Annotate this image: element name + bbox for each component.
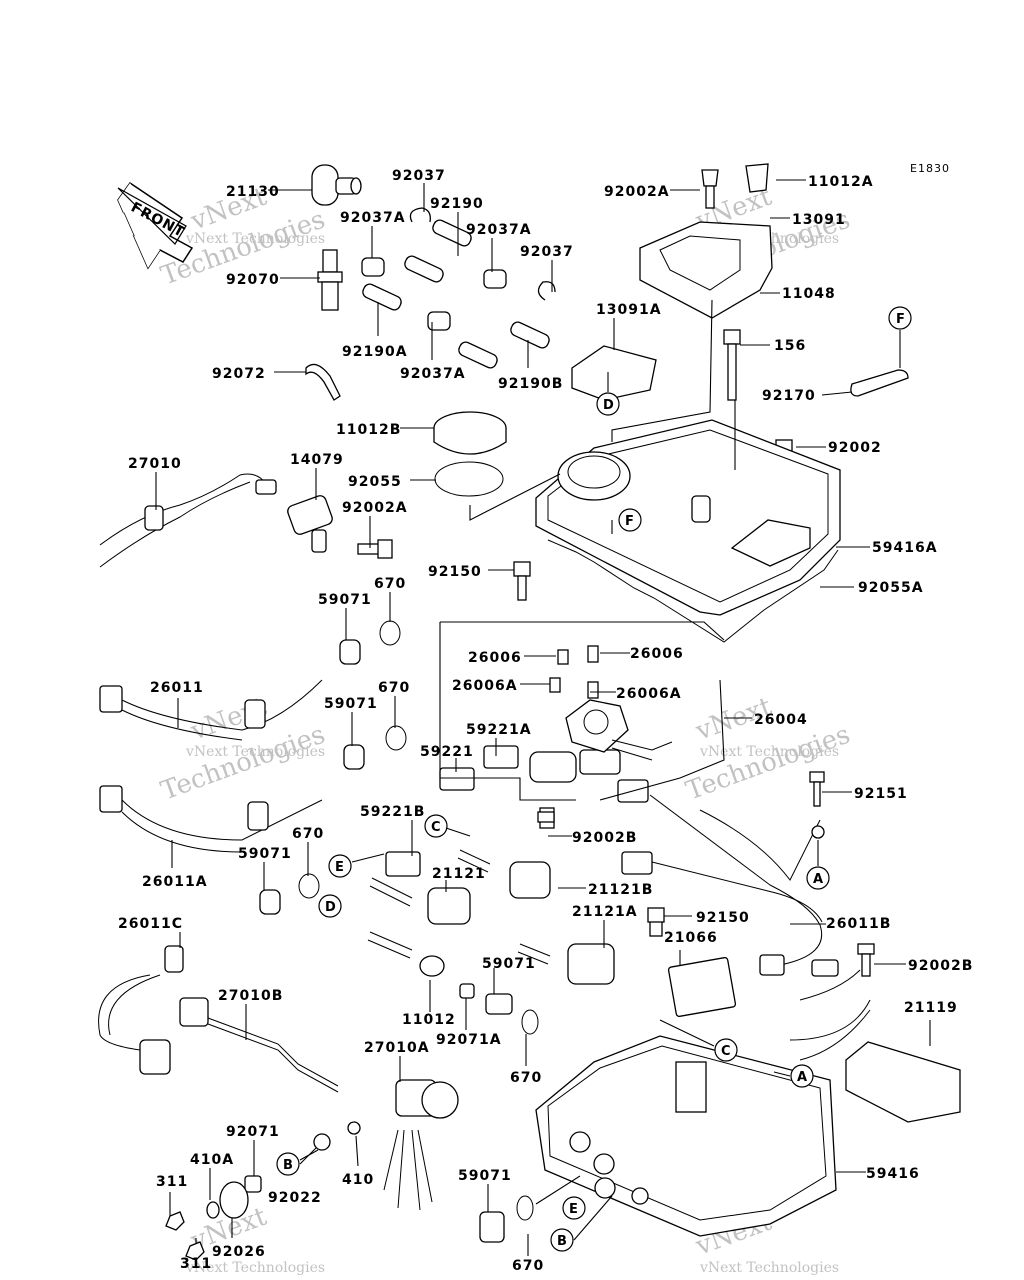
label-26006A-2: 26006A: [616, 686, 682, 702]
label-27010B: 27010B: [218, 988, 283, 1004]
label-13091A: 13091A: [596, 302, 662, 318]
label-670-3: 670: [292, 826, 324, 842]
ref-f-2: F: [896, 312, 905, 327]
svg-text:Technologies: Technologies: [157, 720, 329, 807]
label-11012B: 11012B: [336, 422, 401, 438]
ref-c-2: C: [721, 1044, 731, 1059]
label-26011A: 26011A: [142, 874, 208, 890]
label-92071A: 92071A: [436, 1032, 502, 1048]
svg-text:vNext Technologies: vNext Technologies: [699, 744, 839, 760]
label-410A: 410A: [190, 1152, 234, 1168]
label-92026: 92026: [212, 1244, 266, 1260]
label-670-4: 670: [510, 1070, 542, 1086]
label-26004: 26004: [754, 712, 808, 728]
label-26011B: 26011B: [826, 916, 891, 932]
label-59221A: 59221A: [466, 722, 532, 738]
label-92002B: 92002B: [572, 830, 637, 846]
label-26011: 26011: [150, 680, 204, 696]
label-92002B-2: 92002B: [908, 958, 973, 974]
label-21119: 21119: [904, 1000, 958, 1016]
svg-text:vNext Technologies: vNext Technologies: [699, 1260, 839, 1276]
ref-b-2: B: [557, 1234, 567, 1249]
label-92022: 92022: [268, 1190, 322, 1206]
label-92072: 92072: [212, 366, 266, 382]
label-13091: 13091: [792, 212, 846, 228]
label-92150: 92150: [428, 564, 482, 580]
label-59071-2: 59071: [324, 696, 378, 712]
label-670-2: 670: [378, 680, 410, 696]
svg-text:vNext Technologies: vNext Technologies: [185, 1260, 325, 1276]
label-21121: 21121: [432, 866, 486, 882]
label-59071: 59071: [318, 592, 372, 608]
label-21121B: 21121B: [588, 882, 653, 898]
label-311-2: 311: [180, 1256, 212, 1272]
label-26006: 26006: [468, 650, 522, 666]
svg-text:vNext Technologies: vNext Technologies: [185, 744, 325, 760]
label-59416: 59416: [866, 1166, 920, 1182]
diagram-id: E1830: [910, 162, 950, 175]
ref-e: E: [335, 860, 344, 875]
label-21130: 21130: [226, 184, 280, 200]
label-92002A-2: 92002A: [604, 184, 670, 200]
ref-f: F: [625, 514, 634, 529]
ref-c: C: [431, 820, 441, 835]
label-26006-2: 26006: [630, 646, 684, 662]
ref-d: D: [325, 900, 336, 915]
ref-a-2: A: [797, 1070, 807, 1085]
label-92037A-3: 92037A: [400, 366, 466, 382]
label-92037A: 92037A: [340, 210, 406, 226]
label-59071-4: 59071: [482, 956, 536, 972]
label-59416A: 59416A: [872, 540, 938, 556]
callout-labels: 21130 92037 92190 92037A 92037A 92037 92…: [118, 168, 973, 1274]
ref-b: B: [283, 1158, 293, 1173]
label-11012: 11012: [402, 1012, 456, 1028]
label-92070: 92070: [226, 272, 280, 288]
label-410: 410: [342, 1172, 374, 1188]
label-92037A-2: 92037A: [466, 222, 532, 238]
label-21066: 21066: [664, 930, 718, 946]
label-26006A: 26006A: [452, 678, 518, 694]
ref-a: A: [813, 872, 823, 887]
label-59071-3: 59071: [238, 846, 292, 862]
reference-markers: A A B B D C C D E E F F: [276, 306, 912, 1252]
svg-text:vNext Technologies: vNext Technologies: [185, 231, 325, 247]
label-311: 311: [156, 1174, 188, 1190]
label-27010: 27010: [128, 456, 182, 472]
front-arrow-icon: FRONT: [112, 181, 194, 270]
label-11012A: 11012A: [808, 174, 874, 190]
label-92055A: 92055A: [858, 580, 924, 596]
label-92190: 92190: [430, 196, 484, 212]
label-156: 156: [774, 338, 806, 354]
label-26011C: 26011C: [118, 916, 183, 932]
label-92002A: 92002A: [342, 500, 408, 516]
label-670-5: 670: [512, 1258, 544, 1274]
label-92002: 92002: [828, 440, 882, 456]
ref-d-top: D: [603, 398, 614, 413]
label-92190A: 92190A: [342, 344, 408, 360]
label-27010A: 27010A: [364, 1040, 430, 1056]
label-59221B: 59221B: [360, 804, 425, 820]
label-92150-2: 92150: [696, 910, 750, 926]
label-21121A: 21121A: [572, 904, 638, 920]
parts-artwork: [98, 163, 961, 1261]
label-670: 670: [374, 576, 406, 592]
ref-e-2: E: [569, 1202, 578, 1217]
label-59221: 59221: [420, 744, 474, 760]
label-92071: 92071: [226, 1124, 280, 1140]
label-11048: 11048: [782, 286, 836, 302]
label-59071-5: 59071: [458, 1168, 512, 1184]
label-92170: 92170: [762, 388, 816, 404]
label-92151: 92151: [854, 786, 908, 802]
label-92037: 92037: [392, 168, 446, 184]
label-92190B: 92190B: [498, 376, 563, 392]
label-14079: 14079: [290, 452, 344, 468]
label-92037-2: 92037: [520, 244, 574, 260]
label-92055: 92055: [348, 474, 402, 490]
